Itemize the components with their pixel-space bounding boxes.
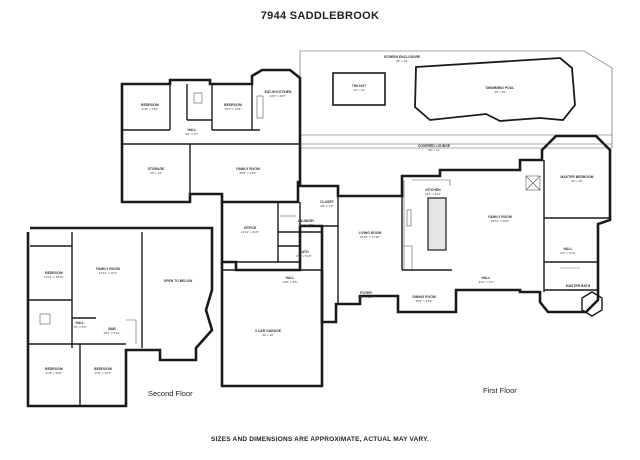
hall-4-name: HALL <box>481 276 490 280</box>
second-floor-label: Second Floor <box>148 389 193 398</box>
closet-dim: 4'8" x 4'9" <box>320 204 334 208</box>
hall-5-dim: 7'0" x 5'6" <box>73 325 87 329</box>
family-room-3-name: FAMILY ROOM <box>96 267 120 271</box>
tiki-hut-name: TIKI HUT <box>352 84 367 88</box>
laundry-dim: 8'11" x 5'8" <box>298 223 313 227</box>
storage-dim: 25' x 14' <box>150 171 162 175</box>
bedroom-4-dim: 11'9" x 12'6" <box>46 371 63 375</box>
covered-lounge-name: COVERED LOUNGE <box>418 144 451 148</box>
screen-enclosure: SCREEN ENCLOSURE 89' x 32' <box>299 50 613 149</box>
first-floor-label: First Floor <box>483 386 517 395</box>
bedroom-2-dim: 10'0" x 11'5" <box>225 107 242 111</box>
bedroom-3-dim: 12'11" x 10'11" <box>44 275 64 279</box>
bath-2-name: BATH <box>299 250 309 254</box>
main-block: COVERED LOUNGE 56' x 11' KITCHEN 14'4" x… <box>298 134 612 324</box>
hall-3-dim: 13'6" x 6'8" <box>282 280 297 284</box>
master-bedroom-name: MASTER BEDROOM <box>561 175 594 179</box>
garage-dim: 30' x 20' <box>262 333 274 337</box>
swimming-pool-name: SWIMMING POOL <box>486 86 515 90</box>
swimming-pool-dim: 36' x 29' <box>494 90 506 94</box>
storage-name: STORAGE <box>148 167 165 171</box>
bedroom-3-name: BEDROOM <box>45 271 63 275</box>
eat-in-kitchen-name: EAT-IN KITCHEN <box>265 90 292 94</box>
bedroom-4-name: BEDROOM <box>45 367 63 371</box>
living-room-name: LIVING ROOM <box>359 231 382 235</box>
bedroom-2-name: BEDROOM <box>224 103 242 107</box>
kitchen-name: KITCHEN <box>425 188 441 192</box>
floor-plan-title: 7944 SADDLEBROOK <box>260 10 380 22</box>
bar-name: BAR <box>108 327 116 331</box>
office-cluster: OFFICE 12'11" x 11'9" LAUNDRY 8'11" x 5'… <box>220 200 335 284</box>
kitchen-dim: 14'4" x 22'1" <box>425 192 442 196</box>
hall-5-name: HALL <box>75 321 84 325</box>
tiki-hut-dim: 24' x 14' <box>353 88 365 92</box>
master-bedroom-dim: 20' x 16' <box>571 179 583 183</box>
screen-enclosure-dim: 89' x 32' <box>396 59 408 63</box>
bedroom-5-name: BEDROOM <box>94 367 112 371</box>
hall-2-dim: 9'3" x 3'10" <box>560 251 575 255</box>
hall-1-name: HALL <box>187 128 196 132</box>
foyer-dim: 12'8" x 11'3" <box>358 295 375 299</box>
bedroom-1-name: BEDROOM <box>141 103 159 107</box>
family-room-3-dim: 14'11" x 19'1" <box>99 271 117 275</box>
screen-enclosure-name: SCREEN ENCLOSURE <box>384 55 421 59</box>
second-floor: BEDROOM 12'11" x 10'11" FAMILY ROOM 14'1… <box>26 226 214 408</box>
foyer-name: FOYER <box>360 291 372 295</box>
bedroom-1-dim: 11'8" x 14'2" <box>142 107 159 111</box>
family-room-1-dim: 26'5" x 13'6" <box>240 171 257 175</box>
bath-2-dim: 8'1" x 5'10" <box>296 254 311 258</box>
family-room-2-dim: 18'11" x 22'8" <box>491 219 509 223</box>
family-room-2-name: FAMILY ROOM <box>488 215 512 219</box>
garage: 3 CAR GARAGE 30' x 20' <box>220 262 324 388</box>
eat-in-kitchen-dim: 10'0" x 16'7" <box>270 94 287 98</box>
disclaimer: SIZES AND DIMENSIONS ARE APPROXIMATE, AC… <box>211 436 429 443</box>
closet-name: CLOSET <box>320 200 335 204</box>
master-bath-dim: 15'8" x 13'4" <box>570 288 587 292</box>
bar-dim: 8'11" x 5'10" <box>104 331 121 335</box>
covered-lounge-dim: 56' x 11' <box>428 148 440 152</box>
office-name: OFFICE <box>244 226 257 230</box>
swimming-pool: SWIMMING POOL 36' x 29' <box>414 57 576 122</box>
storage-family-strip: STORAGE 25' x 14' FAMILY ROOM 26'5" x 13… <box>120 144 302 204</box>
garage-name: 3 CAR GARAGE <box>255 329 282 333</box>
hall-4-dim: 34'1" x 3'3" <box>478 280 493 284</box>
dining-room-name: DINING ROOM <box>412 295 436 299</box>
tiki-hut: TIKI HUT 24' x 14' <box>332 72 386 106</box>
upper-wing: BEDROOM 11'8" x 14'2" HALL 8'4" x 3'7" B… <box>120 68 302 145</box>
living-room-dim: 15'10" x 17'10" <box>360 235 380 239</box>
dining-room-dim: 16'5" x 14'3" <box>416 299 433 303</box>
hall-3-name: HALL <box>285 276 294 280</box>
master-bath-name: MASTER BATH <box>566 284 591 288</box>
hall-1-dim: 8'4" x 3'7" <box>185 132 199 136</box>
family-room-1-name: FAMILY ROOM <box>236 167 260 171</box>
laundry-name: LAUNDRY <box>298 219 315 223</box>
hall-2-name: HALL <box>563 247 572 251</box>
bedroom-5-dim: 11'9" x 12'3" <box>95 371 112 375</box>
office-dim: 12'11" x 11'9" <box>241 230 259 234</box>
open-to-below-name: OPEN TO BELOW <box>164 279 194 283</box>
